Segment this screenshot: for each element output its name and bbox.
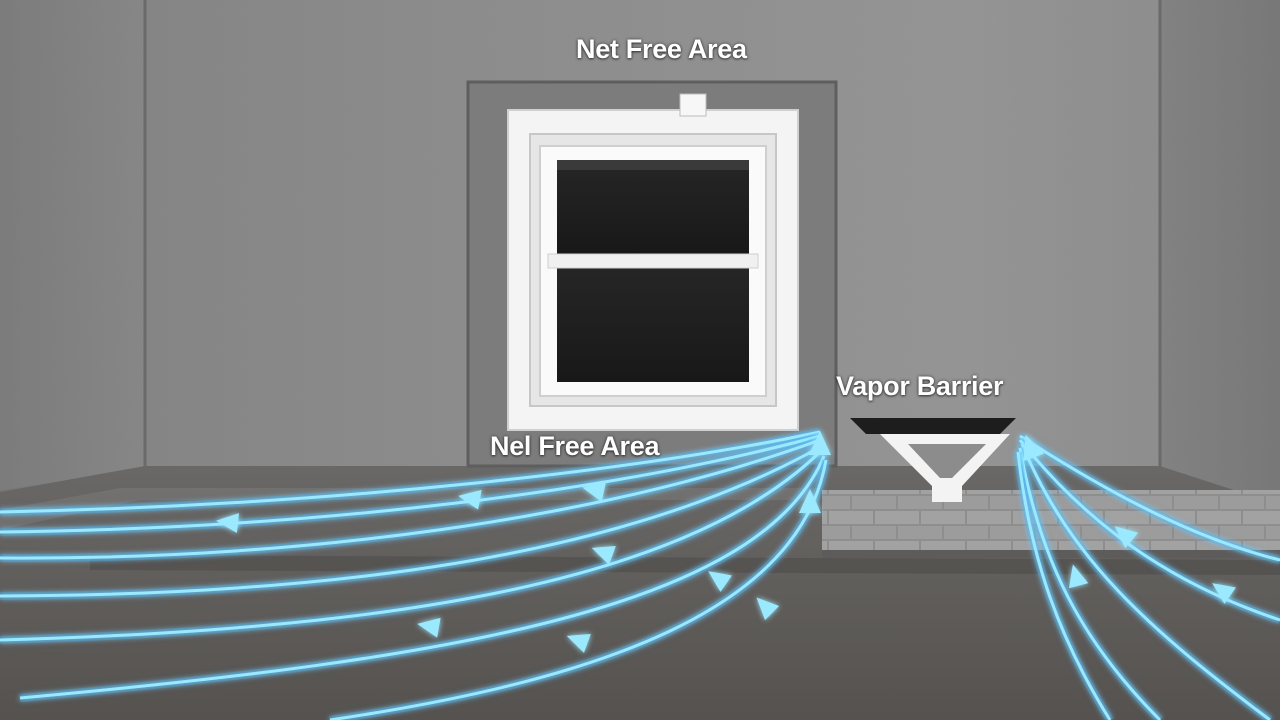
airflow-streams (0, 428, 1280, 720)
arrow-icon (809, 431, 831, 455)
vent-icon (679, 93, 707, 117)
funnel-icon (850, 418, 1016, 502)
arrow-icon (458, 489, 482, 510)
arrow-icon (1068, 564, 1089, 589)
airflow-line (0, 438, 821, 560)
arrow-icon (216, 513, 239, 533)
arrow-icon (1212, 583, 1236, 604)
arrow-icon (1114, 526, 1139, 549)
airflow-line (1020, 443, 1271, 720)
vapor-barrier-label: Vapor Barrier (836, 371, 1004, 401)
airflow-arrows (216, 431, 1236, 653)
arrow-icon (1023, 434, 1045, 462)
airflow-line (0, 430, 821, 514)
arrow-icon (799, 489, 821, 513)
airflow-line (1018, 439, 1280, 622)
arrow-icon (708, 571, 732, 592)
net-free-area-bottom-label: Nel Free Area (490, 431, 660, 461)
arrow-icon (417, 617, 441, 638)
airflow-line (19, 455, 826, 700)
airflow-line (0, 444, 823, 598)
airflow-line (1018, 447, 1162, 720)
net-free-area-top-label: Net Free Area (576, 34, 747, 64)
arrow-icon (591, 546, 616, 565)
arrow-icon (582, 482, 606, 502)
window-icon (507, 109, 799, 431)
airflow-line (0, 448, 824, 642)
airflow-line (329, 459, 828, 720)
airflow-line (1016, 451, 1112, 720)
arrow-icon (566, 634, 591, 653)
arrow-icon (756, 597, 780, 621)
airflow-line (0, 434, 821, 534)
airflow-line (1019, 434, 1280, 562)
